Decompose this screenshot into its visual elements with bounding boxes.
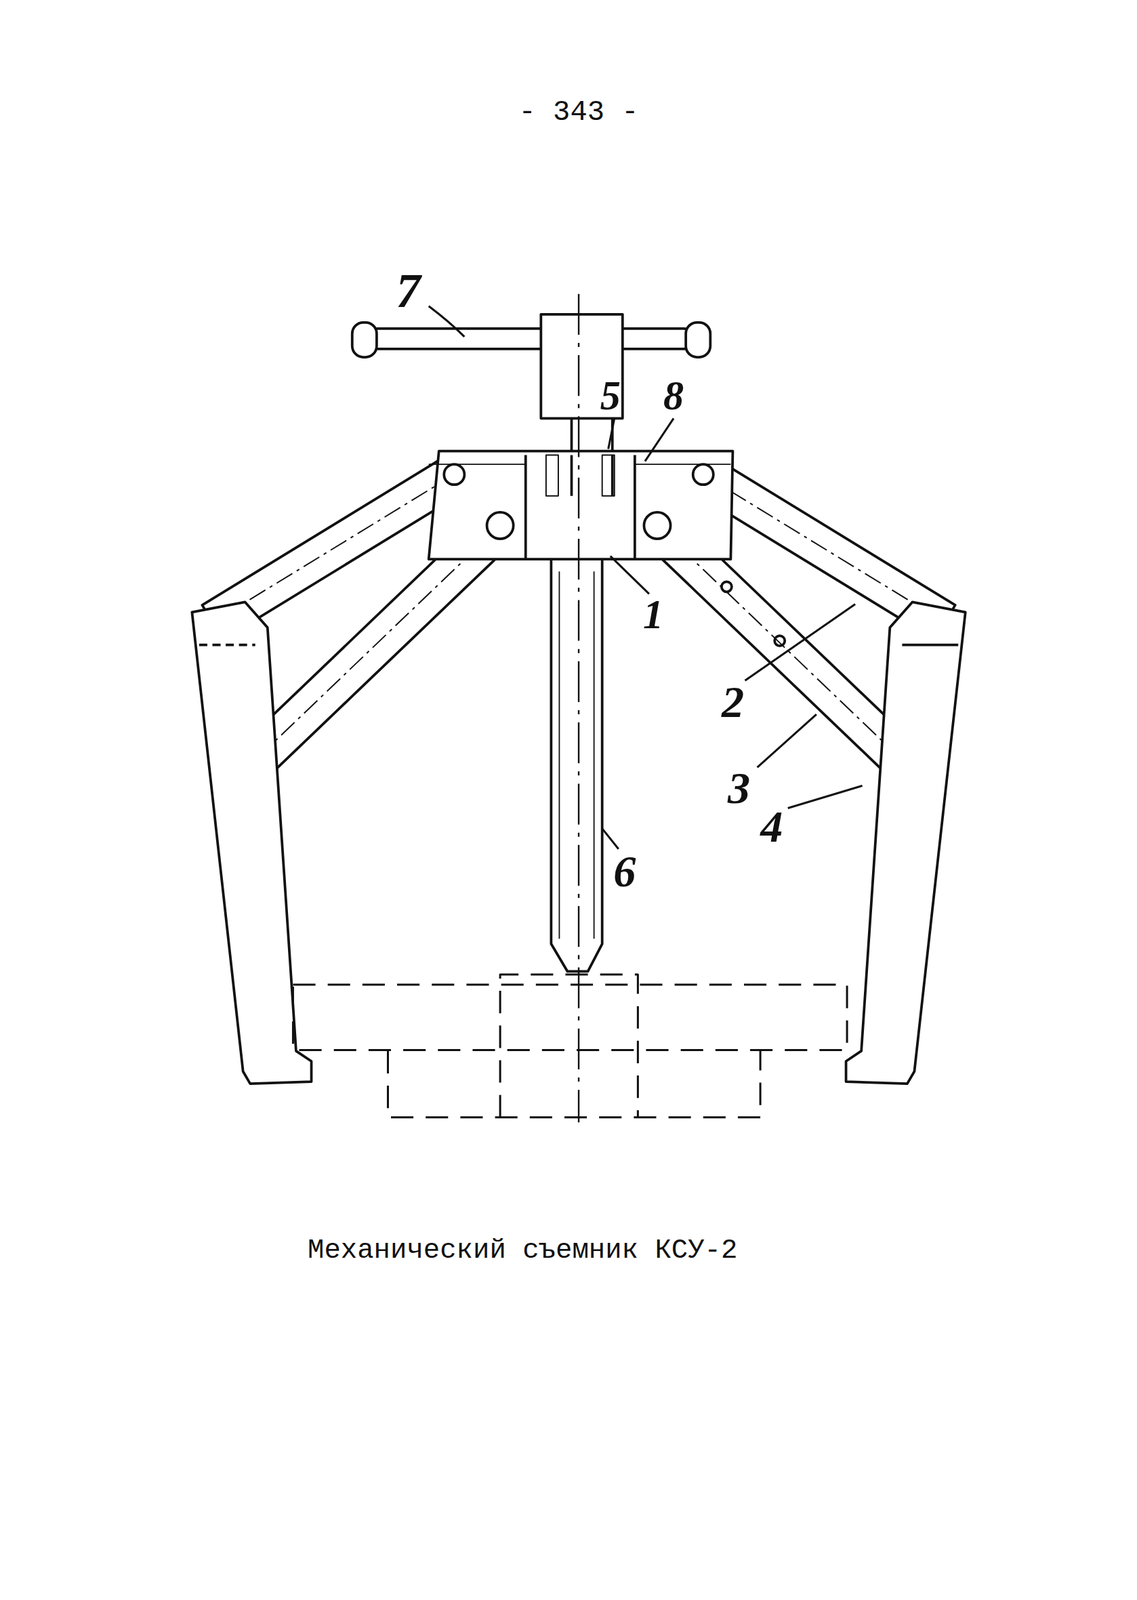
figure-caption: Механический съемник КСУ-2 [307,1236,738,1265]
callout-number: 8 [663,375,684,417]
callout-number: 5 [600,375,621,417]
callout-number: 6 [613,849,636,894]
page-number: - 343 - [519,98,639,127]
callout-number: 4 [760,804,783,850]
callout-number: 3 [727,765,751,811]
callout-number: 2 [721,679,744,725]
callout-number: 1 [643,594,664,635]
callout-number: 7 [395,266,421,316]
